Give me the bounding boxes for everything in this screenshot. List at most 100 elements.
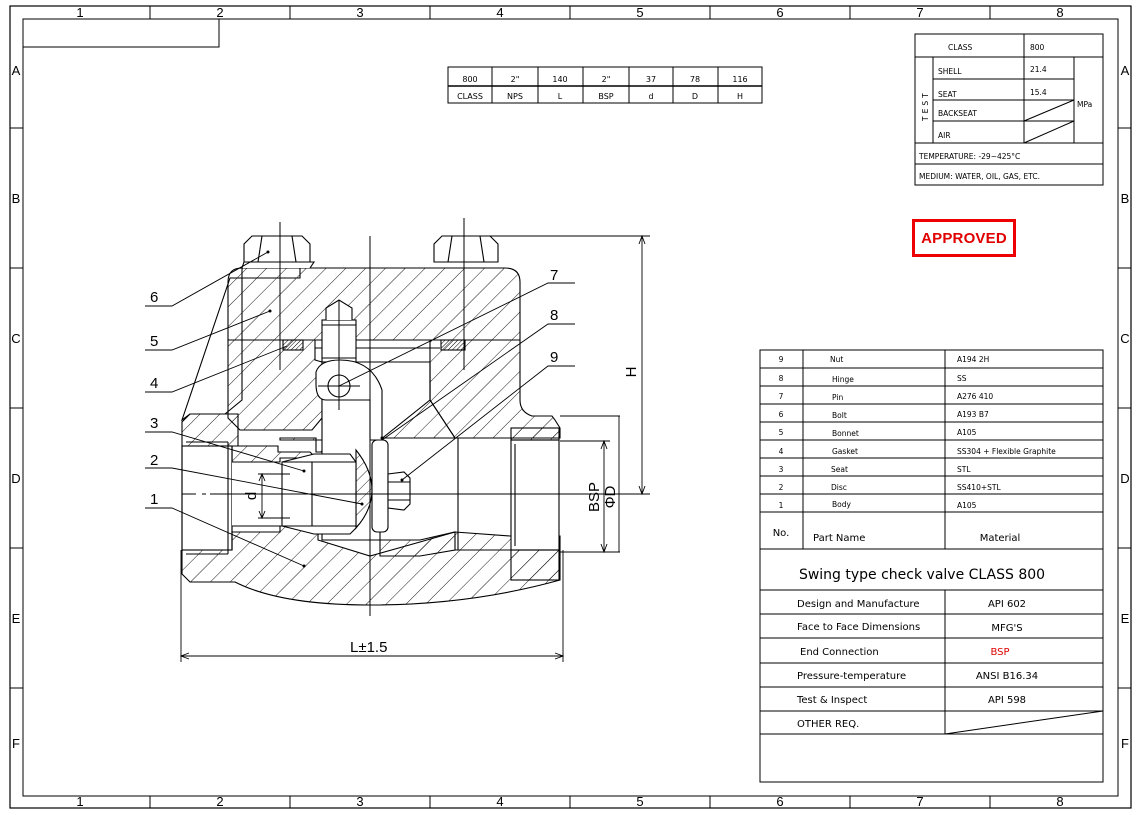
- svg-text:Body: Body: [832, 500, 851, 509]
- dim-header-h: H: [737, 92, 743, 101]
- frame-column-labels-top: 1 2 3 4 5 6 7 8: [76, 5, 1063, 20]
- approved-stamp-label: APPROVED: [921, 229, 1007, 247]
- svg-text:A193 B7: A193 B7: [957, 410, 989, 419]
- callout-numbers: 6 5 4 3 2 1 7 8 9: [150, 267, 558, 508]
- svg-text:Pin: Pin: [832, 393, 843, 402]
- valve-cross-section: [180, 218, 640, 616]
- test-vertical-label: TEST: [921, 90, 930, 122]
- parts-row: 4 Gasket SS304 + Flexible Graphite: [779, 447, 1057, 456]
- nut-part: [387, 471, 411, 511]
- svg-text:E: E: [1121, 611, 1130, 626]
- spec-label: OTHER REQ.: [797, 719, 859, 730]
- approved-stamp: APPROVED: [912, 219, 1016, 257]
- svg-text:Hinge: Hinge: [832, 375, 854, 384]
- dim-value-nps: 2": [511, 75, 520, 84]
- dim-header-l: L: [558, 92, 563, 101]
- svg-text:7: 7: [779, 392, 784, 401]
- svg-text:6: 6: [776, 794, 783, 809]
- svg-text:A276 410: A276 410: [957, 392, 993, 401]
- svg-text:7: 7: [916, 794, 923, 809]
- svg-text:C: C: [11, 331, 20, 346]
- test-class-value: 800: [1030, 43, 1045, 52]
- callout-leaders: [145, 251, 575, 567]
- gasket-part: [282, 339, 304, 351]
- svg-text:3: 3: [356, 794, 363, 809]
- callout-2: 2: [150, 452, 158, 469]
- test-seat-value: 15.4: [1030, 88, 1047, 97]
- svg-text:3: 3: [779, 465, 784, 474]
- svg-text:6: 6: [779, 410, 784, 419]
- callout-9: 9: [550, 349, 558, 366]
- dim-label-length: L±1.5: [350, 639, 387, 656]
- svg-text:Bolt: Bolt: [832, 411, 847, 420]
- svg-text:A194 2H: A194 2H: [957, 355, 989, 364]
- dim-value-l: 140: [552, 75, 567, 84]
- svg-text:8: 8: [1056, 5, 1063, 20]
- spec-label: Face to Face Dimensions: [797, 622, 920, 633]
- svg-text:4: 4: [779, 447, 784, 456]
- svg-text:2: 2: [216, 5, 223, 20]
- test-table: CLASS 800 SHELL 21.4 SEAT 15.4 BACKSEAT …: [914, 33, 1104, 186]
- parts-row: 6 Bolt A193 B7: [779, 410, 989, 420]
- dim-header-bsp: BSP: [598, 92, 613, 101]
- dim-value-h: 116: [732, 75, 747, 84]
- svg-text:5: 5: [779, 428, 784, 437]
- dimension-table: 800 2" 140 2" 37 78 116 CLASS NPS L BSP …: [447, 66, 763, 104]
- test-seat-label: SEAT: [938, 90, 957, 99]
- callout-4: 4: [150, 375, 158, 392]
- callout-5: 5: [150, 333, 158, 350]
- svg-text:SS410+STL: SS410+STL: [957, 483, 1001, 492]
- parts-row: 7 Pin A276 410: [779, 392, 994, 402]
- dim-label-outer-diameter: ΦD: [602, 485, 619, 508]
- svg-text:SS: SS: [957, 374, 967, 383]
- svg-text:Disc: Disc: [831, 483, 847, 492]
- svg-text:1: 1: [76, 5, 83, 20]
- dimension-labels: L±1.5 H BSP ΦD d: [243, 367, 640, 656]
- parts-row: 9 Nut A194 2H: [779, 355, 990, 364]
- svg-text:D: D: [1120, 471, 1129, 486]
- svg-text:7: 7: [916, 5, 923, 20]
- dim-value-d: 78: [690, 75, 700, 84]
- spec-value: API 598: [988, 695, 1026, 706]
- parts-list: 9 Nut A194 2H 8 Hinge SS 7 Pin A276 410 …: [759, 349, 1104, 783]
- spec-label: Design and Manufacture: [797, 599, 920, 610]
- callout-1: 1: [150, 491, 158, 508]
- callout-6: 6: [150, 289, 158, 306]
- parts-row: 2 Disc SS410+STL: [779, 483, 1002, 492]
- test-unit-label: MPa: [1077, 100, 1092, 109]
- spec-label: Pressure-temperature: [797, 671, 906, 682]
- callout-3: 3: [150, 415, 158, 432]
- svg-text:STL: STL: [957, 465, 971, 474]
- svg-text:5: 5: [636, 794, 643, 809]
- bonnet-part: [227, 267, 521, 341]
- test-temperature: TEMPERATURE: -29~425°C: [918, 152, 1020, 161]
- dimension-lines: [179, 234, 650, 662]
- test-air-label: AIR: [938, 131, 951, 140]
- svg-text:A105: A105: [957, 501, 977, 510]
- svg-text:F: F: [12, 736, 20, 751]
- dim-value-bsp: 2": [602, 75, 611, 84]
- svg-text:Nut: Nut: [830, 355, 843, 364]
- svg-text:8: 8: [1056, 794, 1063, 809]
- test-shell-label: SHELL: [938, 67, 962, 76]
- svg-text:1: 1: [76, 794, 83, 809]
- svg-text:Seat: Seat: [831, 465, 848, 474]
- callout-8: 8: [550, 307, 558, 324]
- svg-text:8: 8: [779, 374, 784, 383]
- parts-row: 8 Hinge SS: [779, 374, 967, 384]
- svg-text:SS304 + Flexible Graphite: SS304 + Flexible Graphite: [957, 447, 1056, 456]
- parts-row: 1 Body A105: [779, 500, 977, 510]
- svg-text:B: B: [1121, 191, 1130, 206]
- test-medium: MEDIUM: WATER, OIL, GAS, ETC.: [919, 172, 1040, 181]
- dim-value-class: 800: [462, 75, 477, 84]
- svg-text:4: 4: [496, 5, 503, 20]
- callout-dots: [266, 250, 404, 568]
- drawing-title: Swing type check valve CLASS 800: [799, 567, 1045, 583]
- svg-text:Part Name: Part Name: [813, 533, 865, 544]
- spec-value: MFG'S: [991, 623, 1022, 634]
- svg-text:E: E: [12, 611, 21, 626]
- parts-row: 5 Bonnet A105: [779, 428, 977, 438]
- svg-text:A: A: [12, 63, 21, 78]
- svg-text:6: 6: [776, 5, 783, 20]
- spec-label: Test & Inspect: [796, 695, 867, 706]
